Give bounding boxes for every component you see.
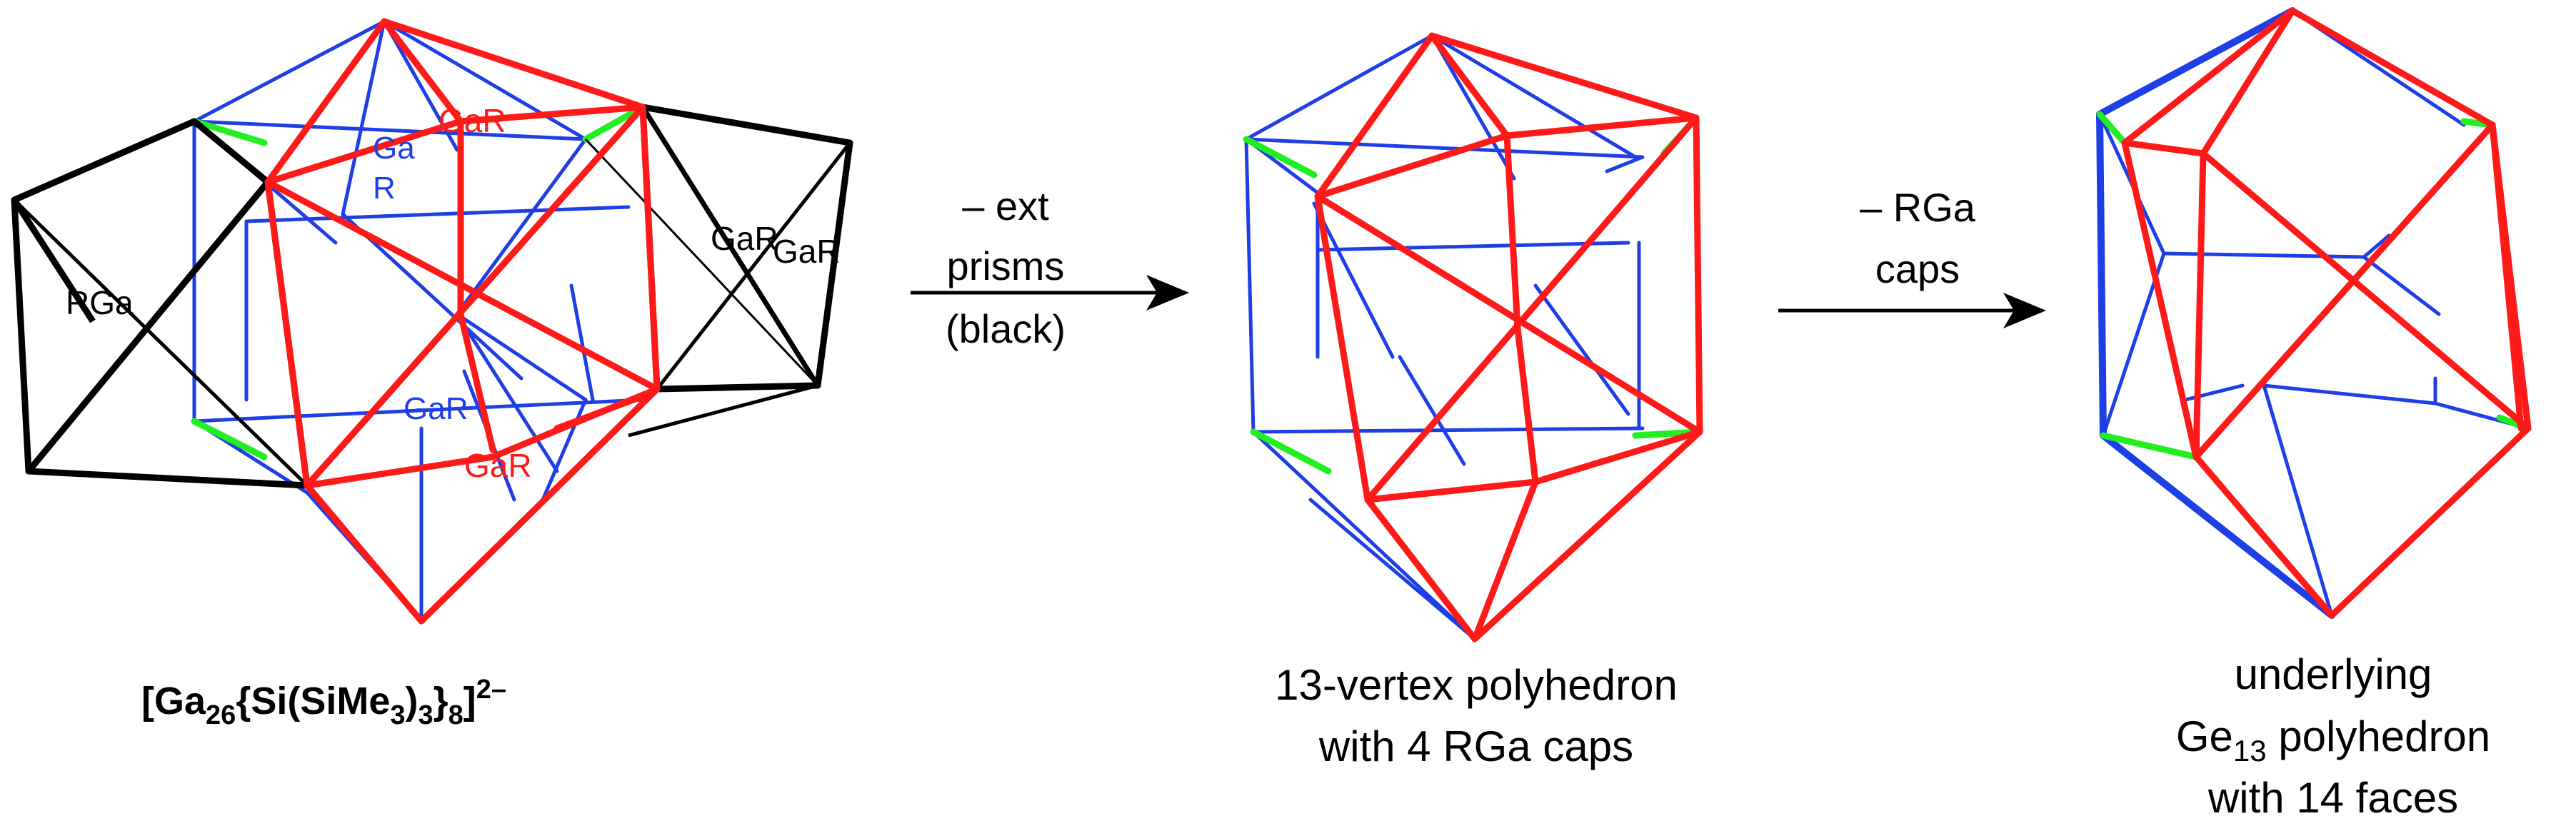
arrow-1-text-2: prisms bbox=[947, 243, 1065, 288]
structure-3-caption-2: Ge13 polyhedron bbox=[2176, 712, 2490, 767]
cluster-structure-2: 13-vertex polyhedron with 4 RGa caps bbox=[1243, 32, 1703, 770]
deltahedron-bonds-2 bbox=[1314, 32, 1703, 643]
atom-label-r-blue: R bbox=[373, 171, 396, 206]
atom-label-rga-left: RGa bbox=[66, 284, 134, 321]
atom-label-gar-right1: GaR bbox=[711, 220, 778, 257]
arrow-1-text-1: – ext bbox=[962, 183, 1049, 228]
atom-label-gar-red-bottom: GaR bbox=[464, 447, 532, 484]
arrow-1-text-3: (black) bbox=[946, 306, 1066, 351]
atom-label-ga-blue: Ga bbox=[373, 131, 415, 166]
reaction-arrow-2: – RGa caps bbox=[1778, 185, 2046, 328]
structure-2-caption-2: with 4 RGa caps bbox=[1318, 722, 1633, 770]
deltahedron-bonds-1 bbox=[264, 18, 661, 625]
atom-label-gar-right2: GaR bbox=[773, 233, 841, 270]
cap-bonds-3 bbox=[2096, 111, 2532, 460]
arrow-2-text-1: – RGa bbox=[1860, 185, 1976, 230]
cap-bonds-1 bbox=[191, 104, 646, 460]
arrow-2-text-2: caps bbox=[1875, 246, 1960, 291]
structure-3-caption-1: underlying bbox=[2235, 650, 2432, 698]
deltahedron-bonds-3 bbox=[2121, 7, 2532, 619]
cluster-structure-1: GaR Ga R GaR GaR RGa GaR GaR [Ga26{Si(Si… bbox=[11, 18, 853, 730]
atom-label-gar-blue-mid: GaR bbox=[404, 391, 468, 426]
structure-2-caption-1: 13-vertex polyhedron bbox=[1275, 661, 1678, 709]
cluster-structure-3: underlying Ge13 polyhedron with 14 faces bbox=[2096, 7, 2532, 822]
formula-label: [Ga26{Si(SiMe3)3}8]2– bbox=[141, 675, 506, 730]
reaction-arrow-1: – ext prisms (black) bbox=[911, 183, 1189, 351]
atom-label-gar-top: GaR bbox=[438, 102, 506, 139]
structure-3-caption-3: with 14 faces bbox=[2207, 774, 2458, 822]
